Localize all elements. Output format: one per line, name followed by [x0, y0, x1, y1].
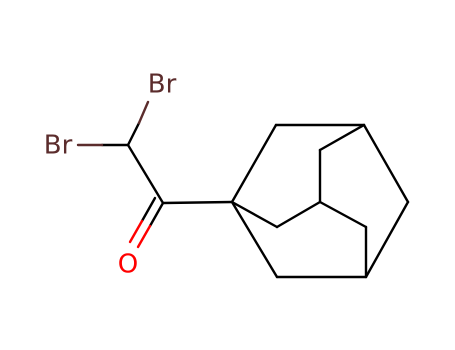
bond-c-o-double: [128, 196, 165, 249]
bond-carbonyl-adamantyl: [161, 200, 234, 205]
atom-br-left: Br: [44, 131, 73, 161]
bond-chbr2-carbonyl: [126, 143, 165, 205]
atom-br-top: Br: [148, 70, 177, 100]
atom-oxygen: O: [118, 250, 138, 280]
bond-c-br-top: [126, 100, 150, 147]
adamantane-cage: [230, 123, 410, 279]
